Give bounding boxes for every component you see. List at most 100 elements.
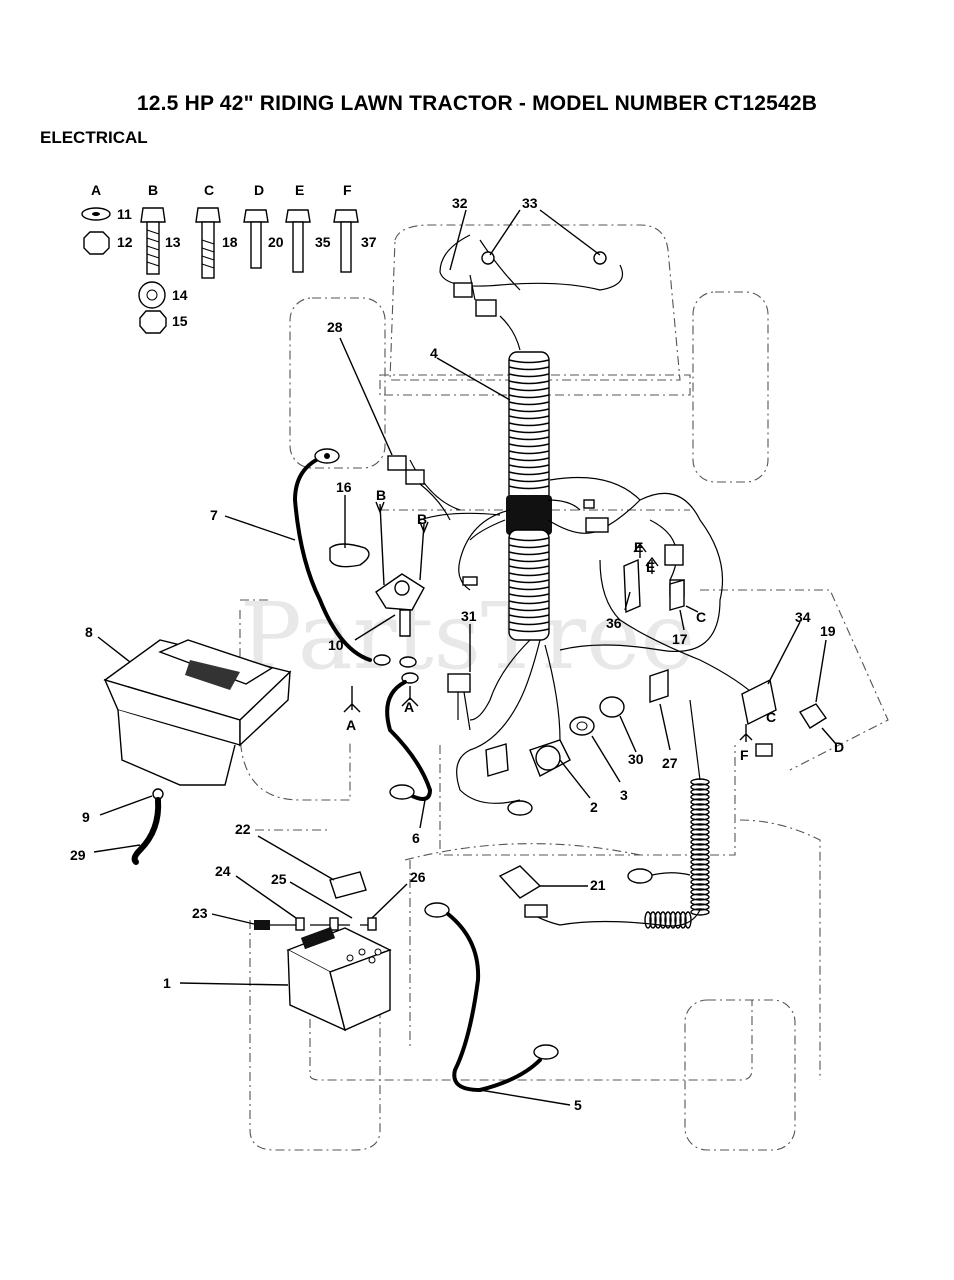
connection-letter-a1: A — [346, 717, 356, 733]
battery-cover-icon — [329, 871, 367, 899]
switches: 31 2 3 30 27 36 E E 17 C 34 F C — [447, 539, 844, 816]
loom-rib — [508, 551, 550, 556]
callout-25: 25 — [271, 871, 287, 887]
callout-3: 3 — [620, 787, 628, 803]
hardware-letter-e: E — [295, 182, 304, 198]
connection-letter-b2: B — [417, 511, 427, 527]
battery-assembly: 22 23 24 25 26 1 5 — [163, 821, 582, 1113]
plug-connector-icon — [485, 743, 509, 777]
loom-rib — [508, 614, 550, 619]
connector-icon — [524, 904, 548, 918]
washer-hole-icon — [92, 212, 100, 216]
hardware-letter-d: D — [254, 182, 264, 198]
callout-18: 18 — [222, 234, 238, 250]
callout-10: 10 — [328, 637, 344, 653]
loom-rib — [508, 572, 550, 577]
loom-rib — [508, 450, 550, 455]
callout-21: 21 — [590, 877, 606, 893]
ring-terminal-icon — [389, 784, 415, 800]
hardware-letter-a: A — [91, 182, 101, 198]
coil-turn — [690, 868, 710, 876]
callout-4: 4 — [430, 345, 438, 361]
coil-turn — [690, 783, 710, 791]
bolt-head-icon — [140, 207, 166, 223]
coil-turn — [690, 848, 710, 856]
loom-rib — [508, 366, 550, 371]
coil-turn — [690, 878, 710, 886]
bolt-d-icon — [250, 221, 262, 269]
thread-icon — [201, 239, 215, 269]
hardware-key: A B C D E F 11 12 13 14 15 18 20 35 37 — [81, 182, 377, 334]
loom-rib — [508, 415, 550, 420]
loom-rib — [508, 401, 550, 406]
callout-8: 8 — [85, 624, 93, 640]
callout-19: 19 — [820, 623, 836, 639]
loom-rib — [508, 359, 550, 364]
coil-turn — [690, 828, 710, 836]
battery-terminal-icon — [300, 926, 336, 950]
coil-lead: 21 — [498, 699, 710, 929]
nut-icon — [367, 917, 377, 931]
coil-turn — [690, 818, 710, 826]
loom-rib — [508, 558, 550, 563]
watermark-text: PartsTree — [240, 583, 695, 690]
bolt-c-head-icon — [195, 207, 221, 223]
headlight-bulb-icon — [481, 251, 495, 265]
loom-rib — [508, 471, 550, 476]
terminal-hole-icon — [324, 453, 330, 459]
hex-nut-icon — [83, 231, 110, 255]
nut-icon — [295, 917, 305, 931]
battery-cap-icon — [368, 956, 376, 964]
callout-17: 17 — [672, 631, 688, 647]
loom-ribs — [508, 537, 550, 633]
bolt-23-icon — [254, 920, 270, 930]
seat-switch-icon — [447, 673, 471, 693]
ring-terminal-icon — [627, 868, 653, 884]
coil-turn — [690, 858, 710, 866]
callout-2: 2 — [590, 799, 598, 815]
callout-12: 12 — [117, 234, 133, 250]
loom-rib — [508, 600, 550, 605]
callout-6: 6 — [412, 830, 420, 846]
solenoid-post-icon — [394, 580, 410, 596]
ring-terminal-icon — [533, 1044, 559, 1060]
washer-icon — [373, 654, 391, 666]
loom-rib — [508, 408, 550, 413]
callout-9: 9 — [82, 809, 90, 825]
connector-icon — [585, 517, 609, 533]
bolt-f-head-icon — [333, 209, 359, 223]
coil-turn — [690, 883, 710, 891]
coil-turn — [690, 843, 710, 851]
connection-letter-c2: C — [766, 709, 776, 725]
connection-letter-b1: B — [376, 487, 386, 503]
interlock-switch-icon — [798, 703, 828, 729]
callout-36: 36 — [606, 615, 622, 631]
callout-22: 22 — [235, 821, 251, 837]
connection-letter-e2: E — [646, 559, 655, 575]
washer-hole-icon — [146, 289, 158, 301]
connection-letter-f1: F — [740, 747, 749, 763]
coil-turn — [659, 911, 667, 929]
loom-ribs — [508, 359, 550, 490]
connection-letter-e1: E — [634, 539, 643, 555]
bezel-icon — [599, 696, 625, 718]
battery-cap-icon — [358, 948, 366, 956]
callout-14: 14 — [172, 287, 188, 303]
diagram-subtitle: ELECTRICAL — [40, 128, 148, 147]
loom-rib — [508, 380, 550, 385]
coil-turn — [690, 888, 710, 896]
diagram-title: 12.5 HP 42" RIDING LAWN TRACTOR - MODEL … — [136, 92, 818, 115]
loom-rib — [508, 457, 550, 462]
connector-icon — [583, 499, 595, 509]
loom-rib — [508, 607, 550, 612]
coil-turn — [690, 863, 710, 871]
loom-rib — [508, 436, 550, 441]
lock-nut-icon — [139, 310, 167, 334]
loom-rib — [508, 478, 550, 483]
bolt-e-icon — [292, 221, 304, 273]
headlight-bulb-icon — [593, 251, 607, 265]
callout-34: 34 — [795, 609, 811, 625]
connector-icon — [755, 743, 773, 757]
terminal-icon — [462, 576, 478, 586]
